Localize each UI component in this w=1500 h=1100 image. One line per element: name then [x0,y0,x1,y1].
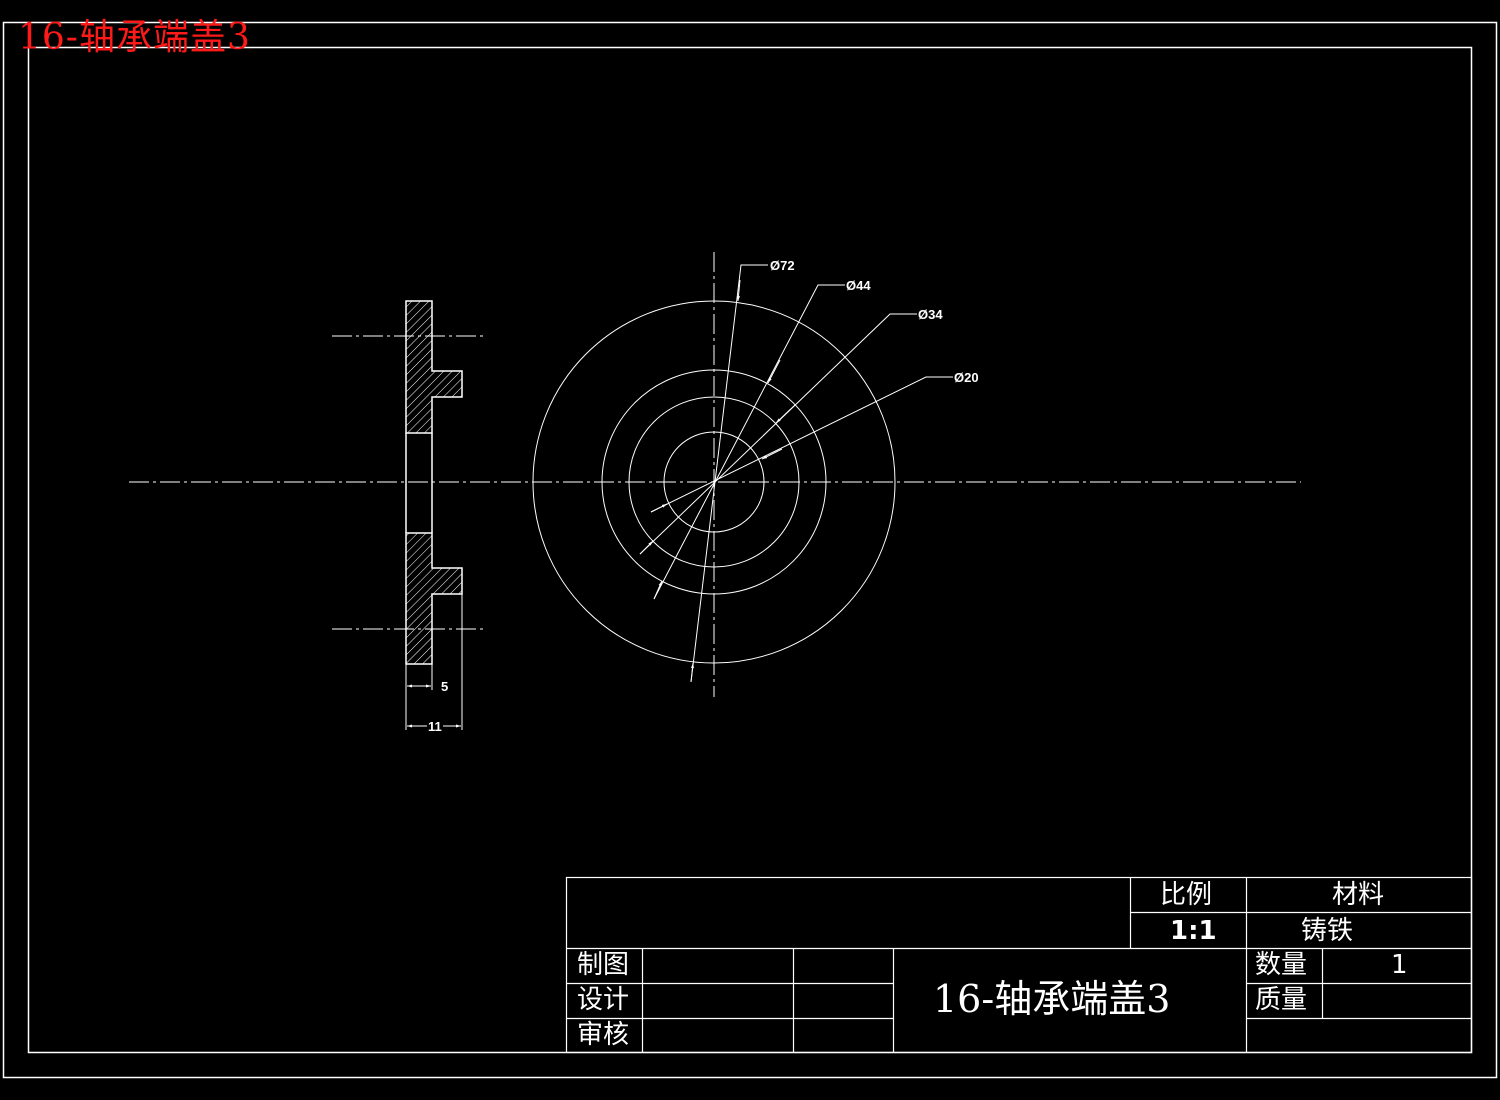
drawn-by-label: 制图 [577,950,630,980]
leader-d44 [653,284,845,600]
dim-label-d72: Ø72 [770,258,795,273]
dim-label-d34: Ø34 [918,307,943,322]
front-view [532,252,953,697]
material-label: 材料 [1332,880,1385,910]
section-view [332,300,486,730]
title-block-grid [565,876,1473,1054]
quantity-value: 1 [1391,950,1408,980]
dim-label-d44: Ø44 [846,278,871,293]
dim-label-5: 5 [441,679,449,694]
leader-d72 [690,264,768,683]
outer-border [2,21,1498,1079]
circle-d44 [601,369,827,595]
arrow-d72-bottom [690,662,694,683]
leader-d20 [650,376,953,513]
circle-d20 [663,431,765,533]
drawing-title-overlay: 16-轴承端盖3 [18,17,251,58]
circle-d72 [532,300,896,664]
reviewed-by-label: 审核 [577,1020,630,1050]
arrow-d34-bottom [639,540,654,555]
scale-label: 比例 [1160,880,1213,910]
arrow-d20-top [761,448,783,460]
arrow-d44-bottom [653,580,663,600]
dim-label-11: 11 [427,719,443,734]
arrow-d34-top [775,404,796,424]
arrow-d20-bottom [650,503,668,513]
scale-value: 1:1 [1170,916,1217,946]
lower-section-hatched [405,532,463,665]
designed-by-label: 设计 [577,985,630,1015]
dim-label-d20: Ø20 [954,370,979,385]
leader-d34 [639,313,917,555]
material-value: 铸铁 [1301,916,1354,946]
inner-border [27,46,1473,1054]
arrow-d72-top [736,279,741,302]
mass-label: 质量 [1255,985,1308,1015]
part-name: 16-轴承端盖3 [933,977,1171,1021]
quantity-label: 数量 [1255,950,1308,980]
arrow-d44-top [767,359,781,384]
upper-section-hatched [405,300,463,434]
circle-d34 [628,396,800,568]
